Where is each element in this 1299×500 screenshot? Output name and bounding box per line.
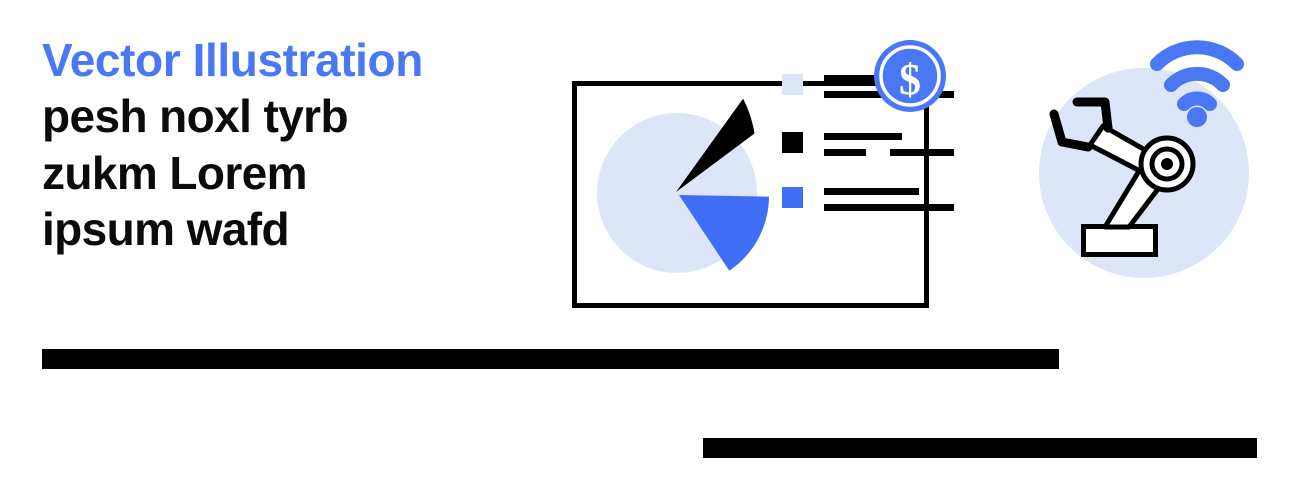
legend-text-line-3b [824, 204, 954, 211]
svg-text:$: $ [899, 55, 921, 104]
legend-text-line-2c [890, 149, 954, 156]
secondary-divider-bar [703, 438, 1257, 458]
headline-text-block: Vector Illustration pesh noxl tyrb zukm … [42, 34, 542, 257]
robot-arm-illustration [1032, 18, 1282, 318]
robot-base [1081, 224, 1158, 257]
pie-slice-segment-a [679, 195, 769, 271]
primary-divider-bar [42, 349, 1059, 369]
main-headline: pesh noxl tyrb zukm Lorem ipsum wafd [42, 90, 349, 255]
legend-row-3 [782, 187, 954, 211]
legend-text-line-2b [824, 149, 866, 156]
legend-swatch-2 [782, 132, 803, 153]
dollar-coin-icon: $ [874, 40, 946, 112]
pie-chart-illustration: $ [560, 28, 980, 318]
legend-swatch-3 [782, 187, 803, 208]
legend-swatch-1 [782, 74, 803, 95]
accent-headline: Vector Illustration [42, 34, 423, 86]
robot-joint [1138, 135, 1196, 193]
robot-gripper [1049, 97, 1113, 152]
wifi-icon [1150, 40, 1244, 127]
legend-row-2 [782, 132, 954, 156]
legend-text-line-1a [824, 75, 886, 82]
pie-slice-segment-b [676, 98, 755, 192]
legend-text-line-3a [824, 188, 919, 195]
legend-text-line-2a [824, 133, 902, 140]
